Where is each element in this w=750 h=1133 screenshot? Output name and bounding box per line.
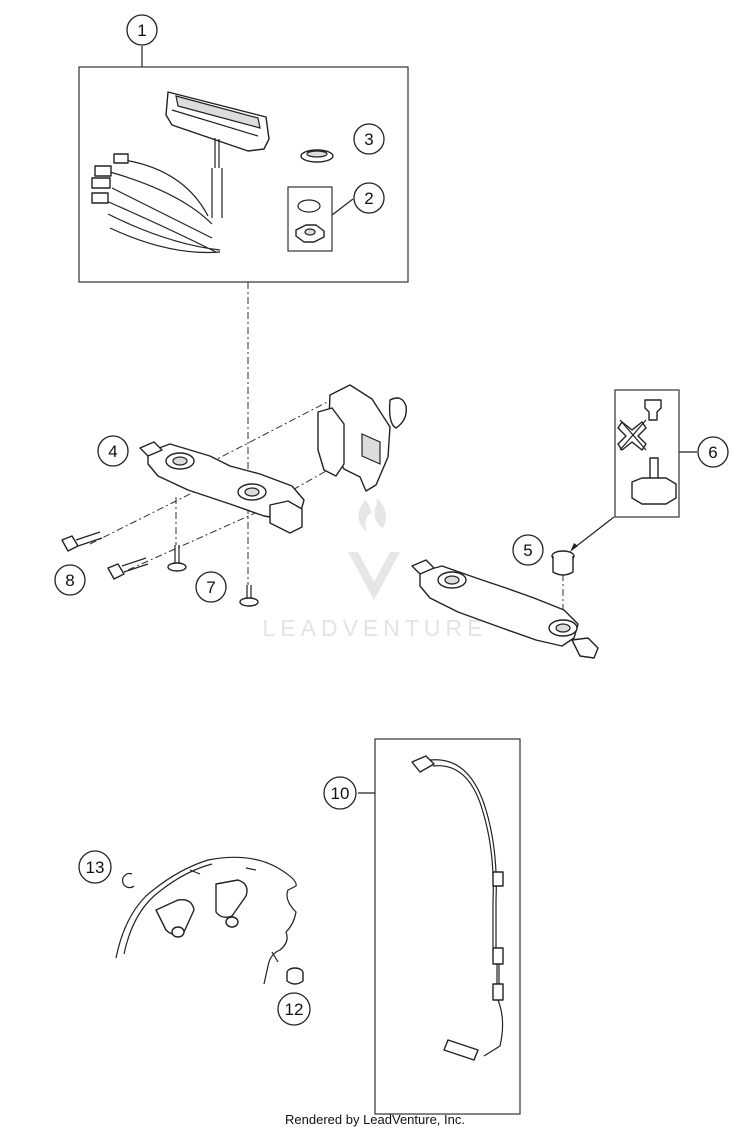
part-1-group-box — [78, 66, 409, 283]
callout-6: 6 — [697, 436, 729, 468]
leader-lines — [141, 46, 697, 794]
part-13-clip — [122, 872, 135, 889]
callout-13-label: 13 — [86, 858, 105, 877]
callout-7-label: 7 — [206, 578, 215, 597]
part-10-cable — [411, 755, 504, 1061]
part-3-cap — [300, 149, 334, 163]
part-6-items — [617, 399, 677, 505]
callout-5: 5 — [512, 534, 544, 566]
callout-12: 12 — [277, 992, 311, 1026]
part-6-group-box — [614, 389, 680, 518]
part-1-speedometer — [91, 91, 270, 254]
callout-13: 13 — [78, 850, 112, 884]
callout-4: 4 — [97, 435, 129, 467]
callout-3: 3 — [353, 123, 385, 155]
part-2-oring-nut — [295, 199, 325, 243]
callout-8-label: 8 — [65, 571, 74, 590]
callout-5-label: 5 — [523, 541, 532, 560]
watermark-text: LEADVENTURE — [263, 615, 488, 641]
callout-10-label: 10 — [331, 784, 350, 803]
callout-7: 7 — [195, 571, 227, 603]
part-8-bolts — [61, 531, 149, 580]
footer-credit: Rendered by LeadVenture, Inc. — [285, 1112, 465, 1127]
brake-disc — [115, 856, 297, 985]
callout-10: 10 — [323, 776, 357, 810]
callout-4-label: 4 — [108, 442, 117, 461]
part-5-bushing — [551, 550, 575, 576]
leadventure-watermark: LEADVENTURE — [263, 498, 488, 641]
part-4-bracket — [139, 384, 407, 534]
callout-1-label: 1 — [137, 21, 146, 40]
part-10-group-box — [374, 738, 521, 1115]
part-7-screws — [167, 545, 259, 607]
callout-12-label: 12 — [285, 1000, 304, 1019]
callout-2-label: 2 — [364, 189, 373, 208]
callout-3-label: 3 — [364, 130, 373, 149]
part-2-group-box — [287, 186, 333, 252]
part-12-nut — [286, 967, 304, 985]
callout-1: 1 — [126, 14, 158, 46]
callout-8: 8 — [54, 564, 86, 596]
callout-2: 2 — [353, 182, 385, 214]
part-5-bracket — [411, 559, 599, 659]
callout-6-label: 6 — [708, 443, 717, 462]
